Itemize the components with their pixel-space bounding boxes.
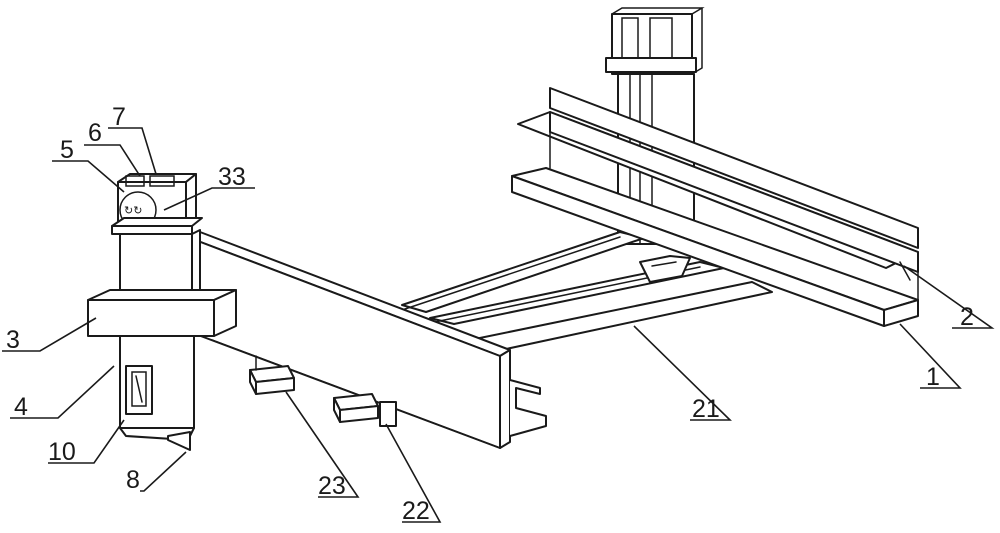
label-8: 8 xyxy=(126,466,140,494)
label-33: 33 xyxy=(218,163,246,191)
label-10: 10 xyxy=(48,438,76,466)
label-4: 4 xyxy=(14,393,28,421)
label-1: 1 xyxy=(926,363,940,391)
left-post: ↻↻ xyxy=(87,173,237,451)
rotation-symbol-icon: ↻↻ xyxy=(124,205,142,217)
label-3: 3 xyxy=(6,326,20,354)
label-21: 21 xyxy=(692,395,720,423)
label-2: 2 xyxy=(960,303,974,331)
main-rail xyxy=(511,87,919,327)
reference-numerals: 5 6 7 33 3 4 10 8 23 22 21 1 2 xyxy=(6,103,974,525)
label-5: 5 xyxy=(60,136,74,164)
label-7: 7 xyxy=(112,103,126,131)
label-23: 23 xyxy=(318,472,346,500)
label-6: 6 xyxy=(88,119,102,147)
label-22: 22 xyxy=(402,497,430,525)
front-beam xyxy=(189,231,547,449)
leader-lines xyxy=(2,127,995,523)
under-blocks xyxy=(249,355,397,427)
